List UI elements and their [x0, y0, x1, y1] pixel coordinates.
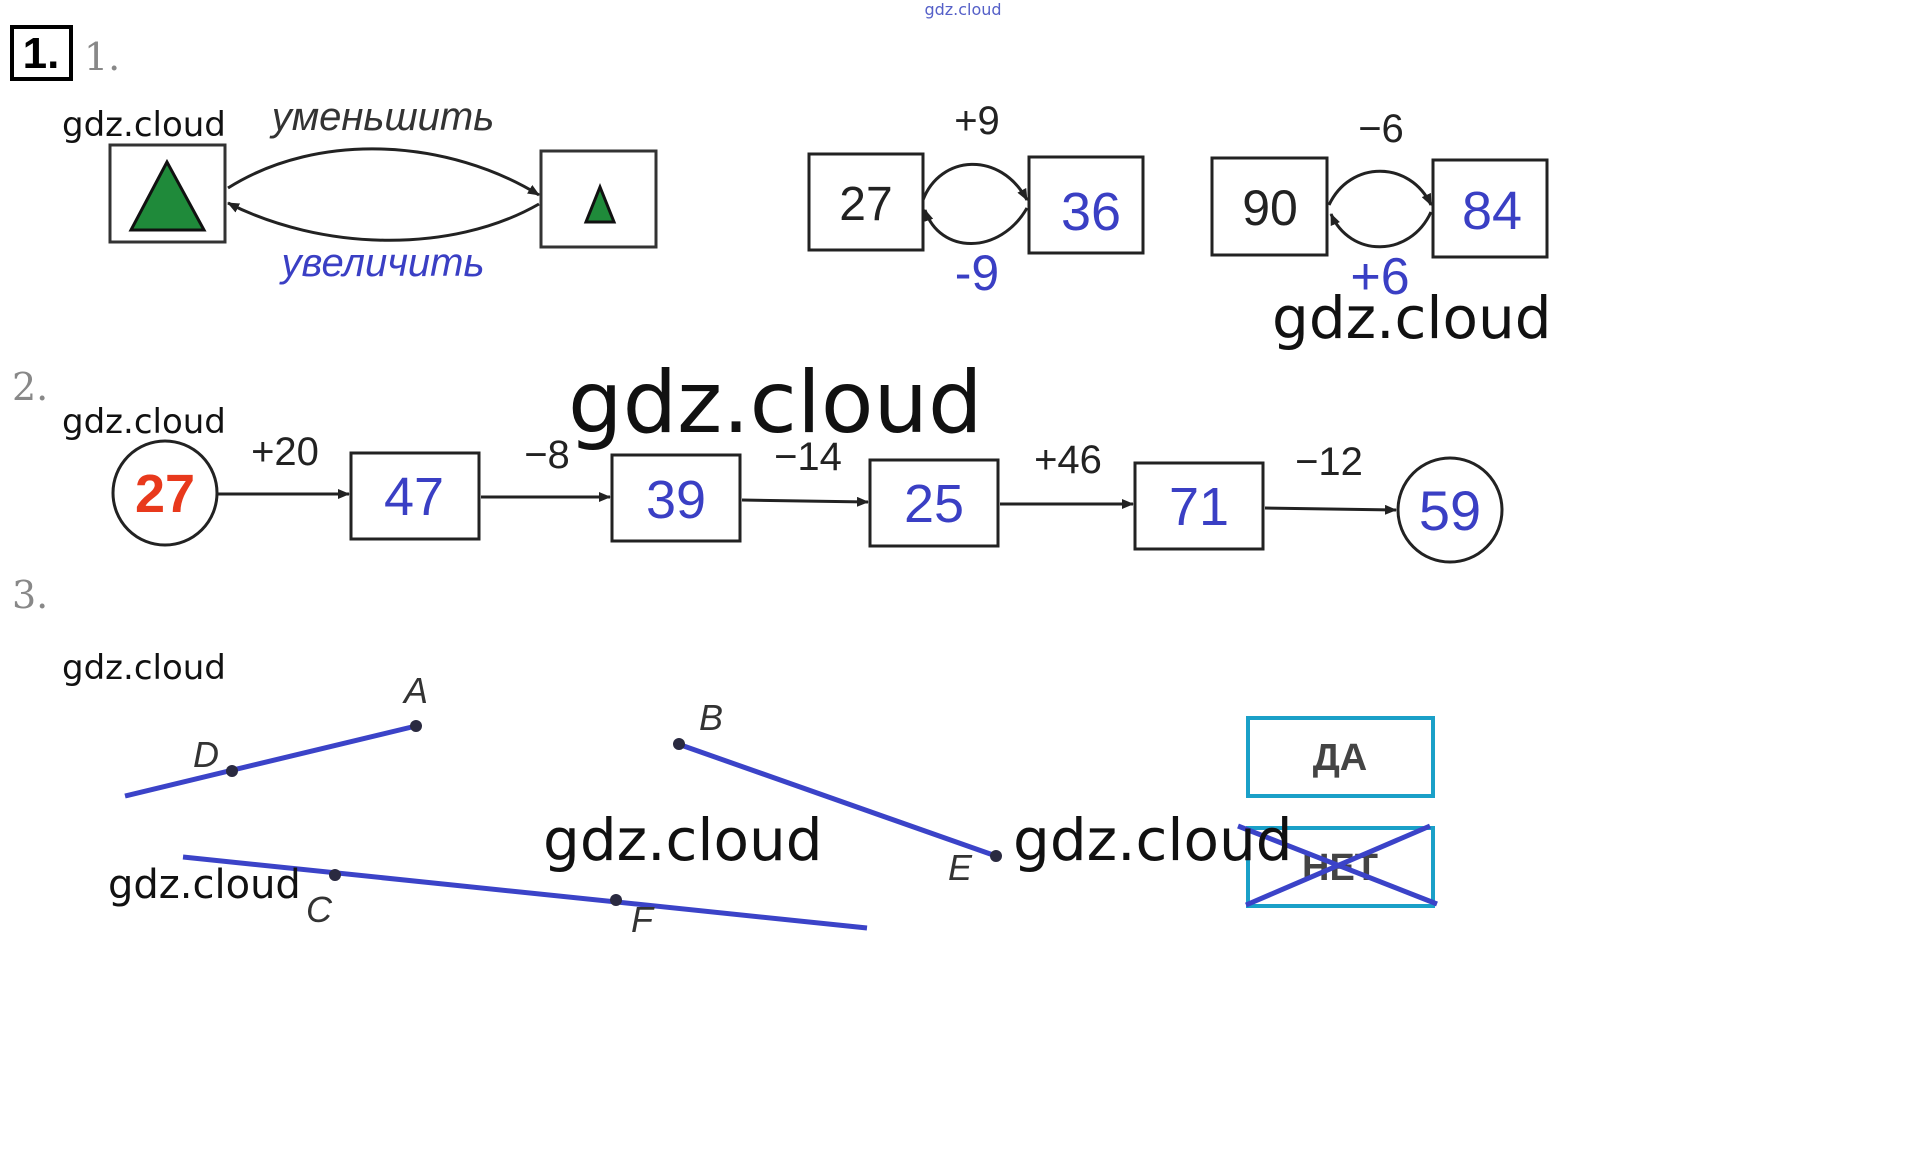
pairA-top-op: +9	[954, 99, 1000, 143]
pairB-bottom-op: +6	[1350, 248, 1409, 306]
chain-value-1: 47	[384, 467, 444, 527]
answer-yes-label: ДА	[1313, 737, 1368, 779]
answer-yes-box[interactable]	[1246, 716, 1435, 798]
small-triangle-box	[539, 149, 658, 249]
pairB-left-box	[1210, 156, 1329, 257]
segment-DA	[124, 723, 417, 799]
chain-op-4: +46	[1034, 438, 1102, 482]
segment-CF	[182, 854, 868, 931]
label-A: A	[402, 670, 428, 711]
watermark-7: gdz.cloud	[1013, 806, 1293, 874]
label-F: F	[631, 899, 655, 940]
part3-label: 3.	[12, 573, 48, 617]
point-D	[226, 765, 238, 777]
watermark-8: gdz.cloud	[108, 862, 301, 908]
chain-op-5: −12	[1295, 440, 1363, 484]
pairB-right-box	[1431, 158, 1549, 259]
segment-BE	[677, 741, 997, 859]
big-triangle	[128, 158, 207, 232]
part1-label: 1.	[84, 35, 120, 79]
point-E	[990, 850, 1002, 862]
decrease-arrow	[227, 147, 540, 197]
chain-start-circle	[111, 439, 219, 547]
decrease-label: уменьшить	[269, 95, 495, 139]
chain-start-value: 27	[135, 464, 195, 524]
chain-box-4	[1133, 461, 1265, 551]
watermark-2: gdz.cloud	[1272, 284, 1552, 352]
point-B	[673, 738, 685, 750]
increase-arrow	[227, 201, 540, 242]
site-mark: gdz.cloud	[924, 0, 1001, 19]
small-triangle	[583, 182, 617, 224]
chain-value-3: 25	[904, 474, 964, 534]
watermark-5: gdz.cloud	[62, 648, 226, 688]
watermark-6: gdz.cloud	[543, 806, 823, 874]
big-triangle-box	[108, 143, 227, 244]
point-F	[610, 894, 622, 906]
pairA-top-arrow	[921, 162, 1029, 201]
label-C: C	[306, 889, 333, 930]
point-A	[410, 720, 422, 732]
label-E: E	[948, 847, 973, 888]
label-D: D	[193, 734, 219, 775]
chain-end-circle	[1396, 456, 1504, 564]
pairB-top-op: −6	[1358, 107, 1404, 151]
task-number-box	[10, 25, 73, 81]
part2-label: 2.	[12, 365, 48, 409]
pairA-right-box	[1027, 155, 1145, 255]
chain-end-value: 59	[1419, 479, 1481, 542]
chain-op-2: −8	[524, 433, 570, 477]
chain-op-1: +20	[251, 430, 319, 474]
watermark-1: gdz.cloud	[62, 105, 226, 145]
pairB-bottom-arrow	[1329, 211, 1433, 249]
pairA-left-value: 27	[839, 178, 892, 231]
label-B: B	[699, 697, 723, 738]
chain-value-2: 39	[646, 470, 706, 530]
chain-box-3	[868, 458, 1000, 548]
pairB-left-value: 90	[1242, 180, 1298, 236]
chain-arrow-5	[1264, 504, 1397, 515]
point-C	[329, 869, 341, 881]
pairB-top-arrow	[1327, 169, 1433, 206]
increase-label: увеличить	[278, 241, 484, 285]
pairA-right-value: 36	[1061, 182, 1121, 242]
chain-box-2	[610, 453, 742, 543]
pairA-bottom-op: -9	[955, 245, 999, 301]
answer-no-box[interactable]	[1246, 826, 1435, 908]
pairA-left-box	[807, 152, 925, 252]
chain-op-3: −14	[774, 435, 842, 479]
watermark-4: gdz.cloud	[568, 353, 983, 453]
chain-value-4: 71	[1169, 477, 1229, 537]
watermark-3: gdz.cloud	[62, 402, 226, 442]
pairA-bottom-arrow	[923, 207, 1029, 245]
chain-box-1	[349, 451, 481, 541]
task-number: 1.	[23, 29, 60, 78]
answer-no-cross-2	[1245, 823, 1431, 908]
chain-arrow-3	[741, 496, 869, 507]
pairB-right-value: 84	[1462, 181, 1522, 241]
